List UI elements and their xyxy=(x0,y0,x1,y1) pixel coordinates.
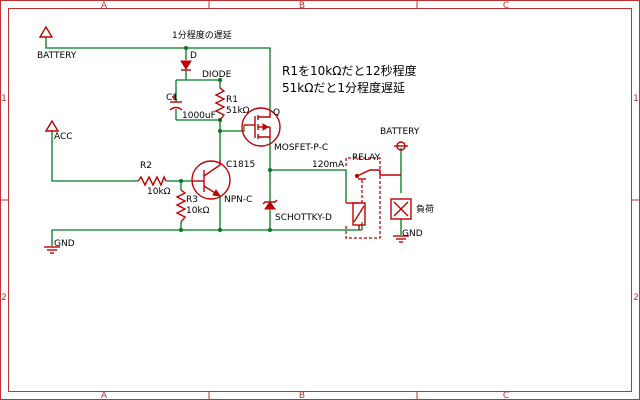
r2-value-label: 10kΩ xyxy=(147,187,171,197)
battery-top-symbol[interactable] xyxy=(38,25,54,38)
acc-label: ACC xyxy=(54,132,73,142)
column-label-b: B xyxy=(299,1,305,11)
r1-value-label: 51kΩ xyxy=(226,106,250,116)
column-label-c-bottom: C xyxy=(503,391,509,400)
column-label-c: C xyxy=(503,1,509,11)
delay-note-line-1: R1を10kΩだと12秒程度 xyxy=(282,63,417,78)
r3-value-label: 10kΩ xyxy=(186,206,210,216)
resistor-r3-symbol[interactable] xyxy=(175,189,187,223)
schottky-name-label: SCHOTTKY-D xyxy=(275,213,332,223)
resistor-r1-symbol[interactable] xyxy=(214,87,226,121)
gnd-right-label: GND xyxy=(402,229,423,239)
row-label-1-right: 1 xyxy=(633,94,639,104)
column-label-a: A xyxy=(101,1,108,11)
schottky-diode-symbol[interactable] xyxy=(262,199,278,210)
junctions xyxy=(179,46,272,232)
row-label-2-right: 2 xyxy=(633,293,639,303)
capacitor-c1-symbol[interactable] xyxy=(169,95,183,111)
battery-right-label: BATTERY xyxy=(380,127,420,137)
r3-ref-label: R3 xyxy=(186,195,198,205)
column-label-b-bottom: B xyxy=(299,391,305,400)
relay-name-label: RELAY xyxy=(352,153,381,163)
npn-transistor-symbol[interactable] xyxy=(191,160,231,200)
diode-symbol[interactable] xyxy=(180,60,192,71)
npn-name-label: NPN-C xyxy=(224,195,252,205)
diode-ref-label: D xyxy=(190,51,197,61)
c1-value-label: 1000uF xyxy=(182,111,216,121)
current-note: 120mA xyxy=(312,160,345,170)
resistor-r2-symbol[interactable] xyxy=(137,175,167,187)
mosfet-ref-label: Q xyxy=(273,108,280,118)
delay-note-line-2: 51kΩだと1分程度遅延 xyxy=(282,80,405,95)
gnd-left-label: GND xyxy=(54,239,75,249)
wires xyxy=(45,37,402,246)
diode-name-label: DIODE xyxy=(202,70,232,80)
npn-ref-label: C1815 xyxy=(226,160,255,170)
c1-ref-label: C1 xyxy=(166,93,178,103)
r2-ref-label: R2 xyxy=(140,161,152,171)
acc-symbol[interactable] xyxy=(44,119,60,132)
relay-symbol[interactable] xyxy=(345,157,401,239)
gnd-left-symbol[interactable] xyxy=(44,246,60,254)
battery-right-symbol[interactable] xyxy=(394,141,408,151)
mosfet-name-label: MOSFET-P-C xyxy=(274,143,328,153)
mosfet-q-symbol[interactable] xyxy=(241,107,281,147)
row-label-2: 2 xyxy=(1,293,7,303)
battery-top-label: BATTERY xyxy=(37,51,77,61)
load-symbol[interactable] xyxy=(390,198,412,220)
row-label-1: 1 xyxy=(1,94,7,104)
gnd-right-symbol[interactable] xyxy=(393,235,409,243)
column-label-a-bottom: A xyxy=(101,391,108,400)
load-name-label: 負荷 xyxy=(416,203,434,215)
r1-ref-label: R1 xyxy=(226,95,238,105)
delay-title-note: 1分程度の遅延 xyxy=(172,29,232,41)
